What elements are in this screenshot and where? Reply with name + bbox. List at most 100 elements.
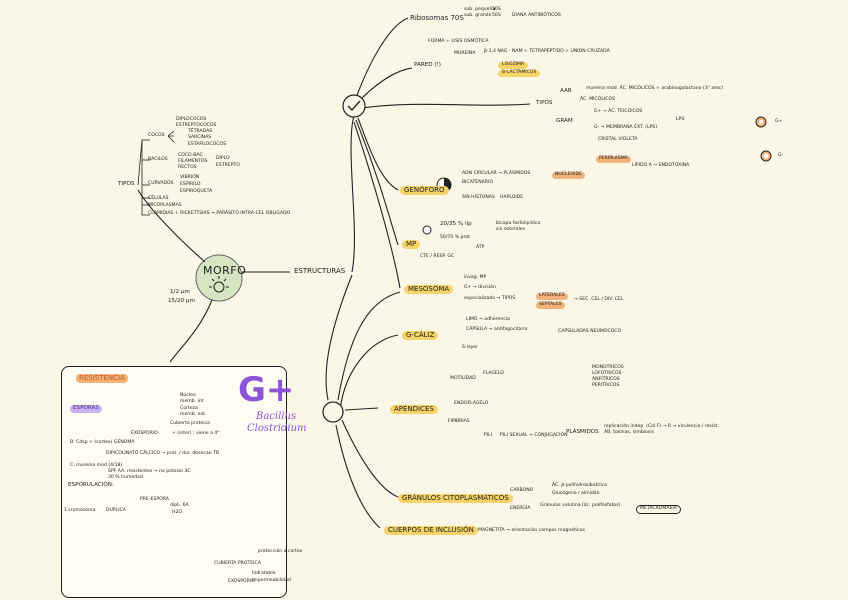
dipicolinato-line: DIPICOLINATO CÁLCICO → prot. / dur. dese… [106, 451, 220, 456]
genoforo-line-3: SIN HISTONAS [462, 195, 495, 200]
spore-part-3: Corteza [180, 406, 198, 411]
gcaliz-label: G-CÁLIZ [402, 331, 439, 340]
mp-icon [422, 225, 432, 235]
gcaliz-line-2: CÁPSULA → antifagocitaria [466, 327, 528, 332]
gram-positive-label: G+ [238, 370, 295, 410]
metacromasia-label: METACROMASIA [636, 505, 681, 514]
gneg-cell-label: G- [778, 153, 784, 158]
box-c-line: C: mureína mod (4/18) [70, 463, 123, 468]
mesosoma-line-2: G+ → división [464, 285, 496, 290]
curvado-type-1: VIBRIÓN [180, 175, 200, 180]
stage-7: protección a cortex [258, 549, 303, 554]
gram-label: GRAM [556, 118, 573, 124]
mp-line-4: CTE / RESP. GC [420, 254, 455, 259]
forma-line: FORMA + LISIS OSMÓTICA [428, 39, 489, 44]
esporulacion-label: ESPORULACIÓN: [68, 482, 114, 488]
clostridium-label: Clostridium [247, 423, 307, 434]
mp-label: MP [402, 240, 421, 249]
capsuladas-note: CAPSULADAS NEUMOCOCO [558, 329, 622, 334]
gram-neg-line: G- → MEMBRANA EXT. (LPS) [594, 125, 658, 130]
exosporio-label: EXOSPORIO [131, 431, 158, 436]
mp-line-2: 50/70 % prot [440, 235, 470, 240]
pili-line: PILI SEXUAL → CONJUGACIÓN [500, 433, 568, 438]
size-label: 1/2 µm [170, 289, 190, 295]
estructuras-label: ESTRUCTURAS [294, 267, 346, 275]
spore-part-2: memb. int [180, 399, 204, 404]
energia-label: ENERGÍA [510, 506, 531, 511]
genoforo-line-4: HAPLOIDE [500, 195, 524, 200]
coco-type-4: SARCINAS [188, 135, 212, 140]
main-connectors [137, 17, 531, 529]
flagelo-label: FLAGELO [483, 371, 504, 376]
carbono-sub-2: Glucógeno / almidón [552, 491, 600, 496]
tipos-label: TIPOS [118, 181, 135, 187]
curvado-type-2: ESPIRILO [180, 182, 201, 187]
stage-10: impermeabilidad [252, 578, 291, 583]
check-icon [347, 100, 361, 112]
stage-2: DUPLICA [106, 508, 126, 513]
gram-cell-icons [755, 116, 772, 162]
betalact-label: B-LACTÁMICOS [498, 70, 541, 77]
stage-5: H2O [172, 510, 182, 515]
tipos-other-2: MICOPLASMAS [148, 203, 182, 208]
bacilo-type-2: FILAMENTOS [178, 159, 208, 164]
mesosoma-line-3: especializado → TIPOS [464, 296, 516, 301]
curvado-type-3: ESPIROQUETA [180, 189, 213, 194]
mp-side-2: sin esteroles [496, 227, 525, 232]
genoforo-line-2: BICATENARIO [462, 180, 493, 185]
fimbrias-label: FIMBRIAS [448, 419, 470, 424]
gcaliz-line-1: LIMO → adherencia [466, 317, 510, 322]
mureina-sub: β-1,4 NAG - NAM + TETRAPÉPTIDO + UNIÓN C… [484, 49, 610, 54]
mp-line-1: 20/35 % lip [440, 221, 472, 227]
box-c-sub2: 30 % humedad [108, 475, 143, 480]
stage-9: hidratable [252, 571, 276, 576]
carbono-sub-1: ÁC. β-polihidroxibutírico [552, 483, 608, 488]
motilidad-label: MOTILIDAD [450, 376, 476, 381]
periplasma-label: PERIPLASMA [596, 156, 631, 163]
rib-sub-3: 30S [492, 7, 501, 12]
carbono-label: CARBONO [510, 488, 534, 493]
stage-8: EXOSPORIO [228, 579, 255, 584]
resistencia-box [61, 366, 287, 598]
bacilo-type-4: DIPLO [216, 156, 230, 161]
tipos-other-1: CÉLULAS [148, 196, 169, 201]
mesosoma-septales: SEPTALES [536, 302, 565, 309]
apendices-label: APÉNDICES [390, 405, 438, 414]
flagelo-type-4: PERITRICOS [592, 383, 620, 388]
rib-sub-1: sub. pequeña [464, 7, 496, 12]
pared-label: PARED (!) [414, 62, 441, 68]
genoforo-label: GENÓFORO [400, 186, 449, 195]
endoflagelo-label: ENDOFLAGELO [454, 401, 489, 406]
flagelo-type-3: ANFITRICOS [592, 377, 620, 382]
stage-3: PRE-ESPORA [140, 497, 169, 502]
energia-sub: Gránulos volutina (ác. polifosfatos) [540, 503, 621, 508]
bacilo-type-5: ESTREPTO [216, 163, 240, 168]
flagelo-type-2: LOFOTRICOS [592, 371, 622, 376]
coco-type-2: ESTREPTOCOCOS [176, 123, 217, 128]
rib-note: DIANA ANTIBIÓTICOS [512, 13, 561, 18]
aar-line: mureína mod. ÁC. MICÓLICOS + arabinogala… [586, 86, 723, 91]
resistencia-title: RESISTENCIA [76, 374, 128, 383]
granulos-label: GRÁNULOS CITOPLASMÁTICOS [398, 494, 513, 503]
cuerpos-label: CUERPOS DE INCLUSIÓN [384, 526, 478, 535]
mp-line-3: ATP [476, 245, 485, 250]
bacilo-type-1: COCO-BAC [178, 153, 203, 158]
esporas-label: ESPORAS [70, 405, 102, 413]
box-c-sub: SPF AA. resistentes → no potasio 3C [108, 469, 191, 474]
nucleoide-label: NUCLEOIDE [552, 172, 585, 179]
mp-side: bicapa fosfolipídica [496, 221, 541, 226]
mesosoma-line-1: invag. MP [464, 275, 487, 280]
tipos-pared-label: TIPOS [536, 100, 553, 106]
spore-part-5: Cubierta proteica [170, 421, 210, 426]
cocos-label: COCOS [148, 133, 165, 138]
lisozima-label: LISOZIMA [498, 62, 529, 69]
genoforo-line-1: ADN CIRCULAR → PLÁSMIDOS [462, 171, 531, 176]
coco-type-3: TÉTRADAS [188, 129, 213, 134]
bacilo-type-3: RECTOS [178, 165, 197, 170]
aar-label: AAR [560, 88, 572, 94]
ribosomas-label: Ribosomas 70S [410, 14, 464, 22]
mureina-label: MUREÍNA [454, 51, 476, 56]
gcaliz-line-3: S-layer [462, 345, 479, 350]
rib-sub-2: sub. grande [464, 13, 492, 18]
spore-part-1: Núcleo [180, 393, 196, 398]
